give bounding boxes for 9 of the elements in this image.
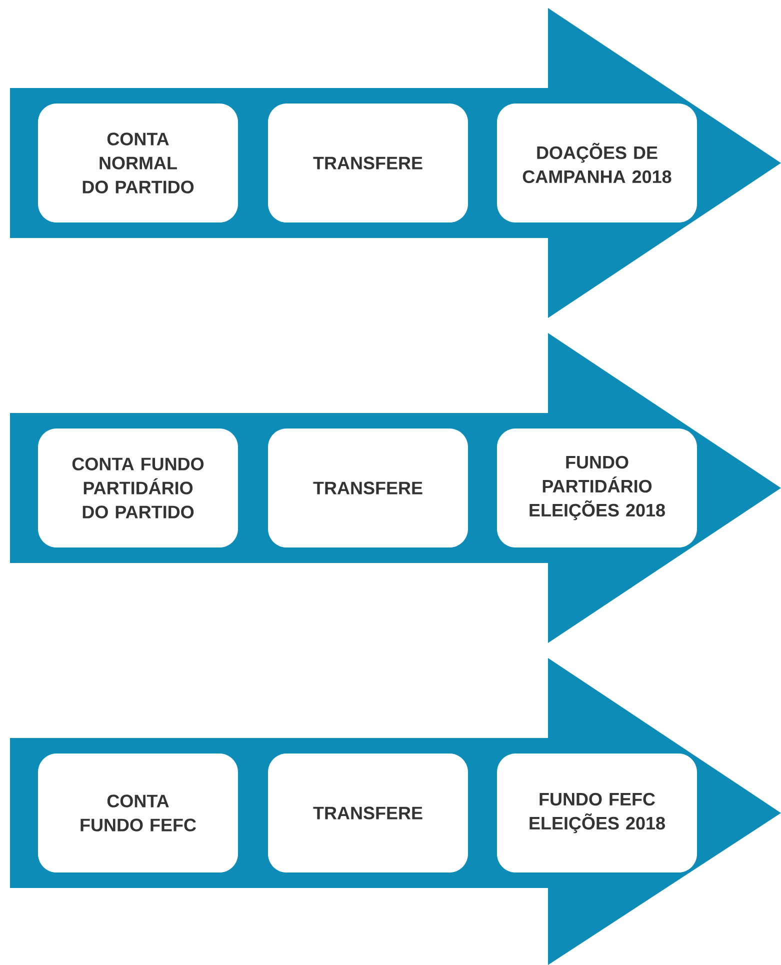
process-box: TRANSFERE <box>268 104 468 222</box>
process-box: DOAÇÕES DE CAMPANHA 2018 <box>497 104 697 222</box>
process-box: FUNDO PARTIDÁRIO ELEIÇÕES 2018 <box>497 428 697 548</box>
process-box: TRANSFERE <box>268 428 468 548</box>
process-box: FUNDO FEFC ELEIÇÕES 2018 <box>497 754 697 872</box>
process-box: CONTA FUNDO FEFC <box>38 754 238 872</box>
process-box: CONTA NORMAL DO PARTIDO <box>38 104 238 222</box>
process-box: CONTA FUNDO PARTIDÁRIO DO PARTIDO <box>38 428 238 548</box>
process-box: TRANSFERE <box>268 754 468 872</box>
